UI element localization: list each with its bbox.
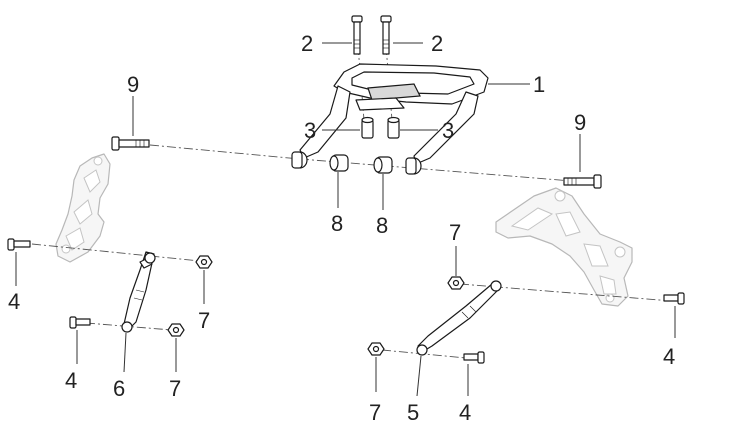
spacer-left <box>361 116 374 139</box>
short-bolt-right-upper <box>663 292 685 305</box>
callout-7-right-upper: 7 <box>449 220 461 245</box>
right-frame-bracket-ghost <box>495 187 633 307</box>
right-support-arm <box>416 280 502 356</box>
callout-2-right: 2 <box>431 31 443 56</box>
callout-4-left-lower: 4 <box>65 368 77 393</box>
bushing-left <box>329 154 349 172</box>
short-bolt-left-upper <box>7 238 31 251</box>
callout-1: 1 <box>533 72 545 97</box>
callout-labels: 2 2 1 9 9 3 3 8 8 4 4 4 4 7 7 7 7 6 5 <box>8 31 675 425</box>
callout-7-left-upper: 7 <box>198 308 210 333</box>
callout-9-left: 9 <box>127 72 139 97</box>
spacer-right <box>387 116 400 139</box>
nut-right-upper <box>447 276 465 290</box>
callout-6: 6 <box>113 376 125 401</box>
short-bolt-right-lower <box>463 351 485 364</box>
callout-3-left: 3 <box>304 118 316 143</box>
callout-2-left: 2 <box>301 31 313 56</box>
callout-4-right-lower: 4 <box>459 400 471 425</box>
bushing-right <box>373 156 393 174</box>
callout-8-left: 8 <box>331 211 343 236</box>
left-frame-bracket-ghost <box>55 153 111 263</box>
nut-right-lower <box>367 342 385 356</box>
bolt-long-left <box>351 15 363 55</box>
callout-4-right-upper: 4 <box>663 344 675 369</box>
nut-left-upper <box>195 255 213 269</box>
callout-9-right: 9 <box>574 110 586 135</box>
callout-4-left-upper: 4 <box>8 289 20 314</box>
callout-3-right: 3 <box>442 118 454 143</box>
callout-7-right-lower: 7 <box>369 400 381 425</box>
callout-7-left-lower: 7 <box>169 376 181 401</box>
bolt-long-right <box>380 15 392 55</box>
short-bolt-left-lower <box>69 316 91 329</box>
left-support-arm <box>121 251 156 333</box>
callout-5: 5 <box>407 400 419 425</box>
rack-frame <box>291 63 489 175</box>
callout-8-right: 8 <box>376 213 388 238</box>
leader-lines <box>15 42 676 397</box>
nut-left-lower <box>167 323 185 337</box>
pivot-bolt-right <box>563 174 602 189</box>
pivot-bolt-left <box>111 136 150 151</box>
